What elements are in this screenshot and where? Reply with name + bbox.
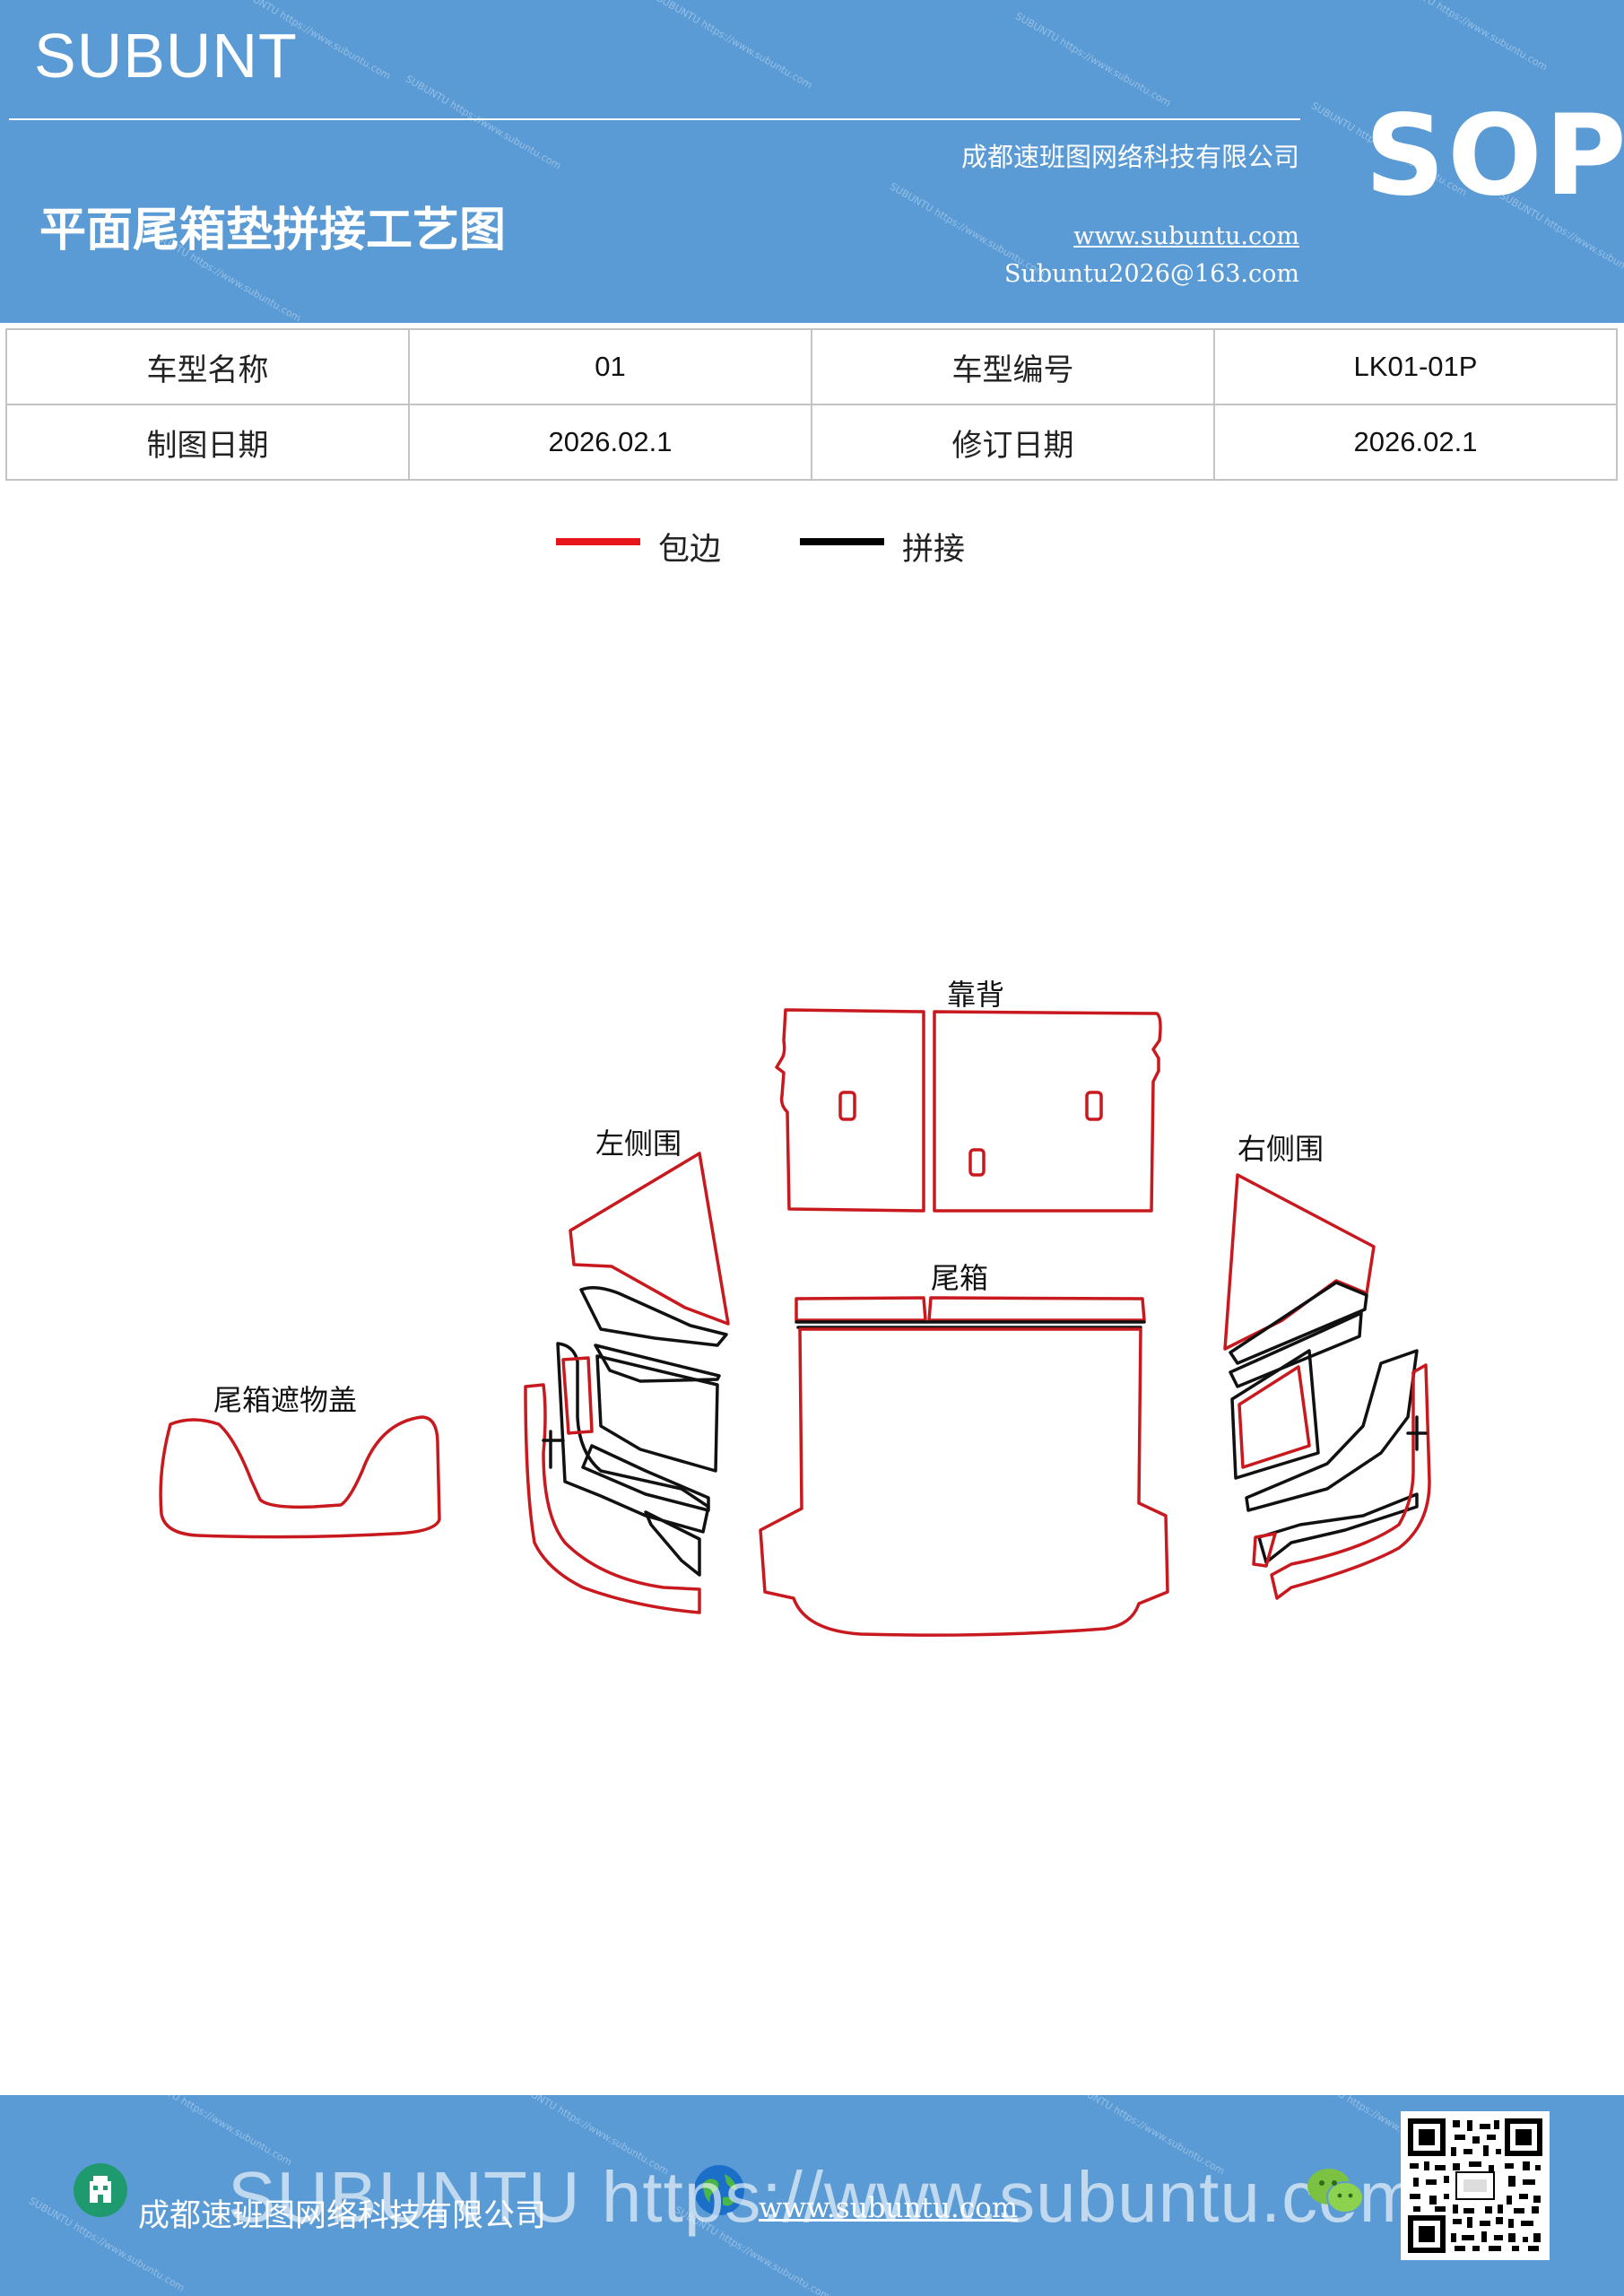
backrest-hole bbox=[1085, 1091, 1103, 1121]
right-side-seam bbox=[1230, 1349, 1320, 1480]
page-title: 平面尾箱垫拼接工艺图 bbox=[39, 204, 507, 257]
trunk-top-strip-right bbox=[927, 1296, 1146, 1322]
left-side-seam bbox=[579, 1286, 728, 1347]
qr-code bbox=[1401, 2111, 1550, 2260]
label-right-side: 右侧围 bbox=[1238, 1132, 1324, 1166]
right-side-seam bbox=[1257, 1492, 1419, 1564]
footer-banner: SUBUNTU https://www.subuntu.com SUBUNTU … bbox=[0, 2095, 1624, 2296]
table-row: 车型名称 01 车型编号 LK01-01P bbox=[5, 328, 1618, 405]
footer-watermark: SUBUNTU https://www.subuntu.com bbox=[228, 2157, 1420, 2237]
label-trunk-cover: 尾箱遮物盖 bbox=[213, 1383, 357, 1417]
trunk-group bbox=[759, 1296, 1169, 1637]
watermark: SUBUNTU https://www.subuntu.com bbox=[404, 73, 563, 172]
model-code-label: 车型编号 bbox=[811, 328, 1215, 405]
vehicle-info-table: 车型名称 01 车型编号 LK01-01P 制图日期 2026.02.1 修订日… bbox=[5, 328, 1618, 481]
backrest-hole bbox=[838, 1091, 856, 1121]
brand-name: SUBUNT bbox=[34, 21, 298, 91]
header-banner: SUBUNTU https://www.subuntu.com SUBUNTU … bbox=[0, 0, 1624, 323]
model-name-value: 01 bbox=[408, 328, 812, 405]
legend-swatch-edge bbox=[556, 538, 640, 545]
right-side-seam bbox=[1406, 1415, 1428, 1451]
website-link[interactable]: www.subuntu.com bbox=[1073, 222, 1299, 250]
email-address: Subuntu2026@163.com bbox=[1004, 260, 1299, 288]
globe-icon bbox=[694, 2165, 744, 2215]
left-side-group bbox=[524, 1152, 730, 1614]
left-side-window-trim bbox=[561, 1356, 594, 1435]
left-side-top-panel bbox=[569, 1152, 730, 1326]
left-side-outer-edge bbox=[524, 1383, 701, 1614]
trunk-mat-diagram: 靠背 左侧围 右侧围 尾箱 尾箱遮物盖 bbox=[159, 978, 1431, 1637]
right-side-seam bbox=[1229, 1311, 1363, 1388]
left-side-seam bbox=[542, 1430, 565, 1469]
backrest-group bbox=[775, 1008, 1162, 1213]
footer-website-link[interactable]: www.subuntu.com bbox=[759, 2192, 1019, 2224]
left-side-seam bbox=[581, 1444, 710, 1512]
left-side-seam bbox=[644, 1510, 701, 1577]
backrest-left-panel bbox=[775, 1008, 925, 1213]
backrest-hole bbox=[968, 1148, 986, 1177]
legend-swatch-seam bbox=[800, 538, 884, 545]
legend-label-seam: 拼接 bbox=[902, 532, 966, 568]
right-side-window-trim bbox=[1238, 1365, 1311, 1469]
footer-company-name: 成都速班图网络科技有限公司 bbox=[138, 2198, 547, 2234]
revision-date-value: 2026.02.1 bbox=[1213, 404, 1618, 481]
right-side-lower-trim bbox=[1252, 1532, 1277, 1568]
model-code-value: LK01-01P bbox=[1213, 328, 1618, 405]
draw-date-value: 2026.02.1 bbox=[408, 404, 812, 481]
watermark: SUBUNTU https://www.subuntu.com bbox=[1390, 0, 1550, 74]
watermark: SUBUNTU https://www.subuntu.com bbox=[1013, 10, 1173, 109]
revision-date-label: 修订日期 bbox=[811, 404, 1215, 481]
trunk-top-strip-left bbox=[795, 1296, 927, 1322]
legend: 包边 拼接 bbox=[556, 524, 1058, 572]
qr-code-pattern bbox=[1408, 2118, 1542, 2253]
backrest-right-panel bbox=[933, 1010, 1162, 1213]
label-left-side: 左侧围 bbox=[595, 1126, 682, 1161]
table-row: 制图日期 2026.02.1 修订日期 2026.02.1 bbox=[5, 404, 1618, 481]
trunk-floor-panel bbox=[759, 1327, 1169, 1637]
trunk-cover-panel bbox=[159, 1415, 441, 1539]
watermark: SUBUNTU https://www.subuntu.com bbox=[655, 0, 814, 91]
building-icon bbox=[74, 2163, 127, 2217]
left-side-seam bbox=[594, 1344, 721, 1383]
legend-label-edge: 包边 bbox=[658, 532, 722, 568]
header-divider bbox=[9, 118, 1300, 120]
model-name-label: 车型名称 bbox=[5, 328, 410, 405]
company-name: 成都速班图网络科技有限公司 bbox=[960, 142, 1299, 172]
sop-badge: SOP bbox=[1365, 91, 1624, 221]
draw-date-label: 制图日期 bbox=[5, 404, 410, 481]
label-trunk: 尾箱 bbox=[931, 1261, 988, 1295]
right-side-seam bbox=[1229, 1281, 1368, 1365]
right-side-outer-edge bbox=[1270, 1363, 1431, 1600]
label-backrest: 靠背 bbox=[947, 978, 1004, 1012]
right-side-group bbox=[1223, 1173, 1431, 1600]
wechat-icon bbox=[1307, 2169, 1364, 2213]
right-side-top-panel bbox=[1223, 1173, 1376, 1351]
left-side-seam bbox=[595, 1354, 719, 1473]
